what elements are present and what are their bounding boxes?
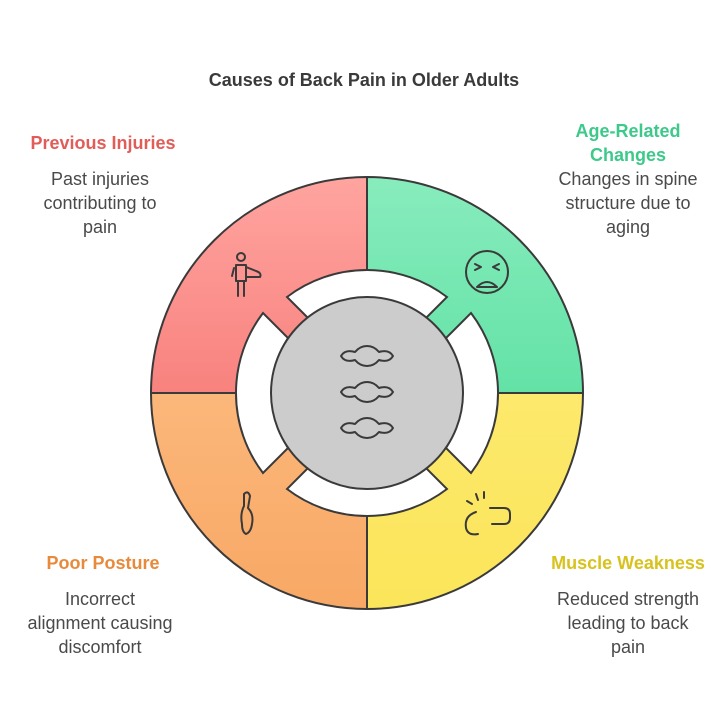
age-related-line-1: Changes in spine [558, 169, 698, 189]
poor-posture-line-2: alignment causing [27, 613, 173, 633]
injured-person-icon [231, 252, 262, 297]
muscle-weakness-line-3: pain [610, 637, 646, 657]
age-related-line-3: aging [605, 217, 651, 237]
muscle-weakness-heading: Muscle Weakness [551, 553, 705, 573]
age-related-heading-line-2: Changes [589, 145, 667, 165]
center-circle [270, 296, 464, 490]
spine-vertebrae-icon [340, 345, 394, 439]
muscle-weakness-line-2: leading to back [567, 613, 689, 633]
diagram-title: Causes of Back Pain in Older Adults [208, 70, 520, 90]
poor-posture-line-3: discomfort [58, 637, 142, 657]
distressed-face-icon [465, 250, 509, 294]
poor-posture-line-1: Incorrect [64, 589, 136, 609]
previous-injuries-heading: Previous Injuries [30, 133, 176, 153]
weak-arm-icon [464, 491, 511, 536]
age-related-line-2: structure due to [565, 193, 691, 213]
muscle-weakness-line-1: Reduced strength [556, 589, 700, 609]
slouched-posture-icon [240, 491, 254, 535]
previous-injuries-line-2: contributing to [43, 193, 157, 213]
poor-posture-heading: Poor Posture [46, 553, 160, 573]
previous-injuries-line-3: pain [82, 217, 118, 237]
age-related-heading-line-1: Age-Related [575, 121, 681, 141]
previous-injuries-line-1: Past injuries [50, 169, 150, 189]
